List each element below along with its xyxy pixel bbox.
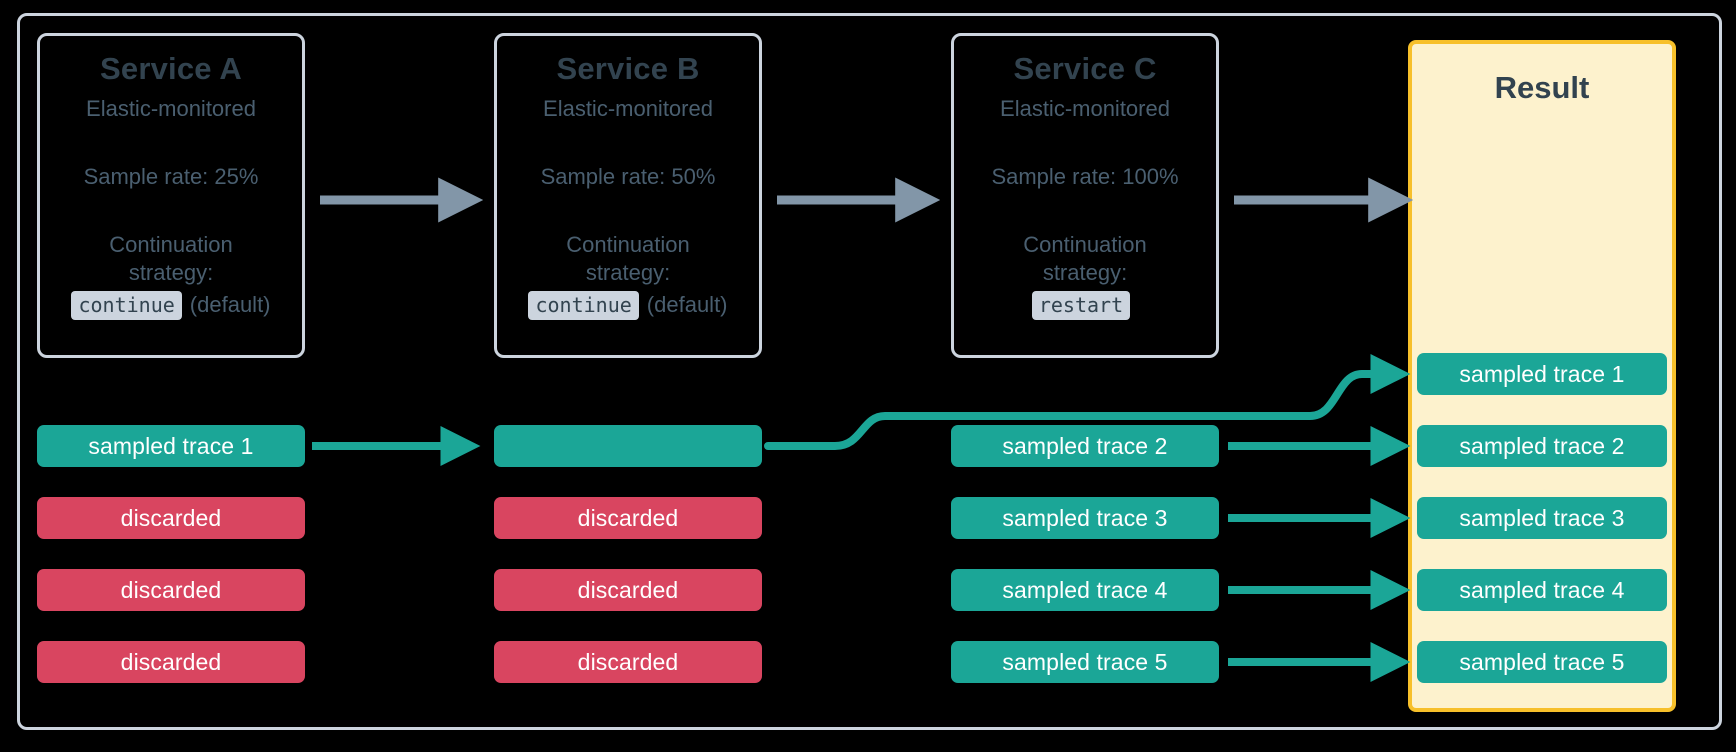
trace-chip-c-1: sampled trace 2: [951, 425, 1219, 467]
result-chip-4: sampled trace 4: [1417, 569, 1667, 611]
service-c-title: Service C: [1013, 51, 1157, 86]
service-card-c: Service C Elastic-monitored Sample rate:…: [951, 33, 1219, 358]
service-card-a: Service A Elastic-monitored Sample rate:…: [37, 33, 305, 358]
service-a-strategy-note: (default): [189, 292, 271, 318]
service-b-subtitle: Elastic-monitored: [543, 96, 713, 122]
service-b-sample-rate: Sample rate: 50%: [540, 164, 716, 190]
trace-chip-c-4: sampled trace 5: [951, 641, 1219, 683]
service-c-strategy: Continuation strategy: restart: [954, 231, 1216, 321]
service-b-strategy-code: continue: [528, 291, 639, 321]
service-a-strategy-value-row: continue (default): [40, 291, 302, 321]
service-a-strategy-code: continue: [71, 291, 182, 321]
trace-chip-c-2: sampled trace 3: [951, 497, 1219, 539]
trace-chip-a-1: sampled trace 1: [37, 425, 305, 467]
service-c-strategy-line1: Continuation: [1023, 231, 1147, 257]
trace-chip-b-4: discarded: [494, 641, 762, 683]
result-chip-2: sampled trace 2: [1417, 425, 1667, 467]
service-a-strategy: Continuation strategy: continue (default…: [40, 231, 302, 321]
service-b-strategy-note: (default): [646, 292, 728, 318]
service-b-strategy: Continuation strategy: continue (default…: [497, 231, 759, 321]
service-a-subtitle: Elastic-monitored: [86, 96, 256, 122]
service-a-sample-rate: Sample rate: 25%: [83, 164, 259, 190]
trace-chip-b-3: discarded: [494, 569, 762, 611]
service-c-subtitle: Elastic-monitored: [1000, 96, 1170, 122]
result-chip-1: sampled trace 1: [1417, 353, 1667, 395]
service-a-strategy-line2: strategy:: [128, 260, 214, 286]
service-c-strategy-line2: strategy:: [1042, 260, 1128, 286]
trace-chip-a-4: discarded: [37, 641, 305, 683]
service-b-title: Service B: [556, 51, 700, 86]
service-a-strategy-line1: Continuation: [109, 231, 233, 257]
service-a-title: Service A: [100, 51, 242, 86]
service-b-strategy-line2: strategy:: [585, 260, 671, 286]
trace-chip-b-1: [494, 425, 762, 467]
service-c-strategy-code: restart: [1031, 291, 1131, 321]
trace-chip-a-3: discarded: [37, 569, 305, 611]
trace-chip-b-2: discarded: [494, 497, 762, 539]
service-c-strategy-value-row: restart: [954, 291, 1216, 321]
result-title: Result: [1494, 70, 1590, 105]
service-b-strategy-line1: Continuation: [566, 231, 690, 257]
trace-chip-a-2: discarded: [37, 497, 305, 539]
service-b-strategy-value-row: continue (default): [497, 291, 759, 321]
result-chip-5: sampled trace 5: [1417, 641, 1667, 683]
service-card-b: Service B Elastic-monitored Sample rate:…: [494, 33, 762, 358]
trace-chip-c-3: sampled trace 4: [951, 569, 1219, 611]
service-c-sample-rate: Sample rate: 100%: [991, 164, 1179, 190]
result-chip-3: sampled trace 3: [1417, 497, 1667, 539]
